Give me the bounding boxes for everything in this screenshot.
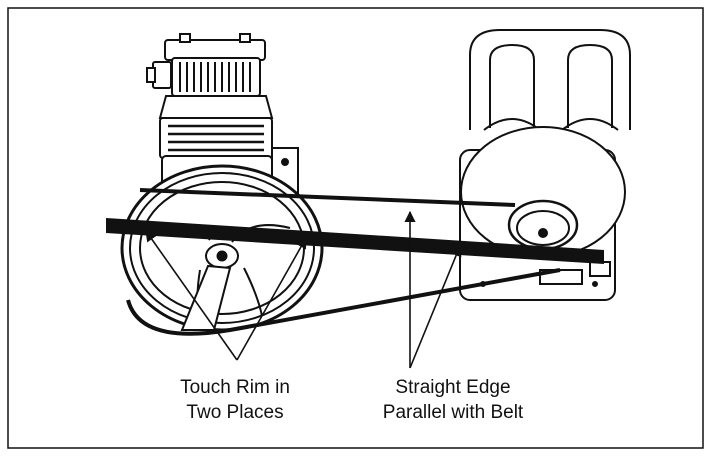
touch-rim-label-line2: Two Places: [186, 402, 284, 423]
electric-motor: [459, 29, 631, 301]
touch-rim-arrows: [145, 230, 307, 361]
straight-edge-bar: [106, 218, 604, 264]
straight-edge-arrows: [404, 210, 462, 369]
drive-belt: [126, 188, 561, 336]
straight-edge-label: Straight Edge Parallel with Belt: [338, 375, 568, 425]
touch-rim-label: Touch Rim in Two Places: [120, 375, 350, 425]
straight-edge-label-line1: Straight Edge: [395, 377, 511, 398]
diagram-border: [7, 7, 704, 449]
straight-edge-label-line2: Parallel with Belt: [382, 402, 524, 423]
touch-rim-label-line1: Touch Rim in: [180, 377, 290, 398]
